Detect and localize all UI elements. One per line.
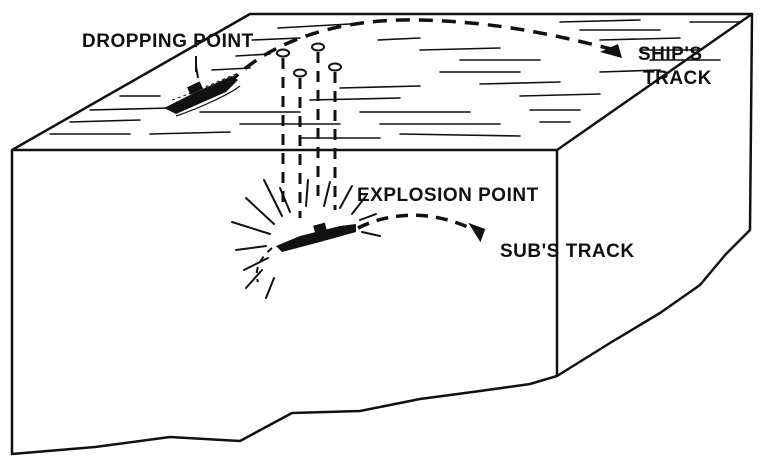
block-front-face bbox=[10, 150, 559, 456]
submarine-icon bbox=[276, 222, 356, 252]
explosion-point-label: EXPLOSION POINT bbox=[357, 185, 539, 206]
ships-track-arrow-icon bbox=[600, 44, 622, 58]
ship-icon bbox=[164, 65, 241, 117]
subs-track-arrow-icon bbox=[468, 222, 486, 243]
subs-track-path bbox=[357, 213, 471, 230]
depth-charge-4 bbox=[328, 62, 342, 72]
ships-track-label-line2: TRACK bbox=[643, 68, 712, 89]
ships-track-path bbox=[226, 18, 616, 86]
dropping-point-label: DROPPING POINT bbox=[82, 31, 254, 52]
block-right-face bbox=[556, 13, 754, 378]
subs-track-label: SUB'S TRACK bbox=[500, 241, 635, 262]
ships-track-label-line1: SHIP'S bbox=[638, 44, 703, 65]
depth-charge-2 bbox=[311, 42, 325, 52]
explosion-burst bbox=[231, 179, 381, 299]
water-surface-hatching bbox=[49, 19, 741, 139]
depth-charge-3 bbox=[293, 68, 307, 78]
depth-charges bbox=[276, 42, 342, 78]
depth-charge-descent-lines bbox=[281, 52, 337, 218]
ocean-block bbox=[10, 12, 754, 456]
depth-charge-1 bbox=[276, 48, 290, 58]
sub-wake-curve bbox=[255, 247, 273, 283]
